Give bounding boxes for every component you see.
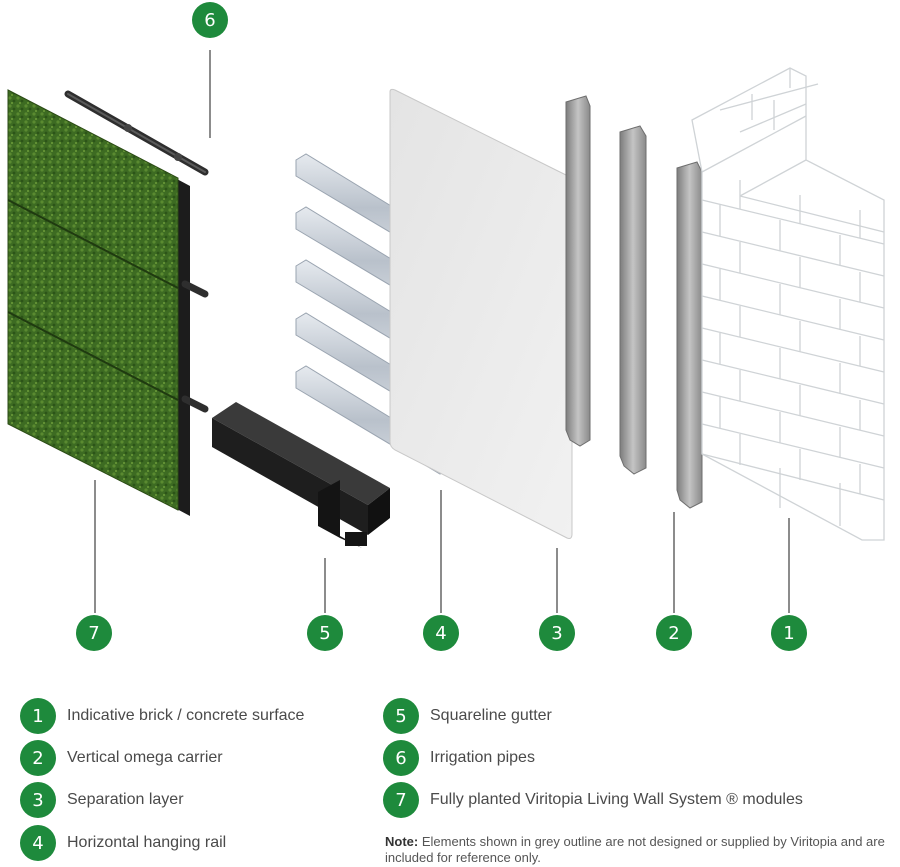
omega-carriers [565,95,703,509]
legend-badge-3: 3 [20,782,56,818]
callout-7: 7 [76,615,112,651]
legend-item-3: 3 Separation layer [20,782,184,818]
note-text: Elements shown in grey outline are not d… [385,834,885,865]
callout-2: 2 [656,615,692,651]
legend-item-6: 6 Irrigation pipes [383,740,535,776]
legend-item-4: 4 Horizontal hanging rail [20,825,226,861]
callout-1: 1 [771,615,807,651]
legend-badge-2: 2 [20,740,56,776]
legend-label-6: Irrigation pipes [430,749,535,766]
living-wall-modules [7,89,190,516]
legend-item-2: 2 Vertical omega carrier [20,740,223,776]
callout-6: 6 [192,2,228,38]
callout-4: 4 [423,615,459,651]
legend-label-5: Squareline gutter [430,707,552,724]
exploded-wall-diagram [7,50,885,613]
separation-layer [389,88,573,539]
legend-label-1: Indicative brick / concrete surface [67,707,305,724]
callout-3: 3 [539,615,575,651]
legend-badge-5: 5 [383,698,419,734]
legend-badge-4: 4 [20,825,56,861]
note-label: Note: [385,834,419,849]
legend-item-1: 1 Indicative brick / concrete surface [20,698,304,734]
legend-badge-1: 1 [20,698,56,734]
legend-label-7: Fully planted Viritopia Living Wall Syst… [430,791,803,808]
reference-note: Note: Elements shown in grey outline are… [385,834,900,866]
legend-badge-6: 6 [383,740,419,776]
squareline-gutter [212,402,390,548]
legend-badge-7: 7 [383,782,419,818]
irrigation-pipes [64,90,209,413]
callout-5: 5 [307,615,343,651]
legend-label-3: Separation layer [67,791,184,808]
brick-surface [691,67,885,541]
legend-item-7: 7 Fully planted Viritopia Living Wall Sy… [383,782,803,818]
legend-item-5: 5 Squareline gutter [383,698,552,734]
leader-lines [94,50,790,613]
legend-label-2: Vertical omega carrier [67,749,223,766]
legend-label-4: Horizontal hanging rail [67,834,227,851]
